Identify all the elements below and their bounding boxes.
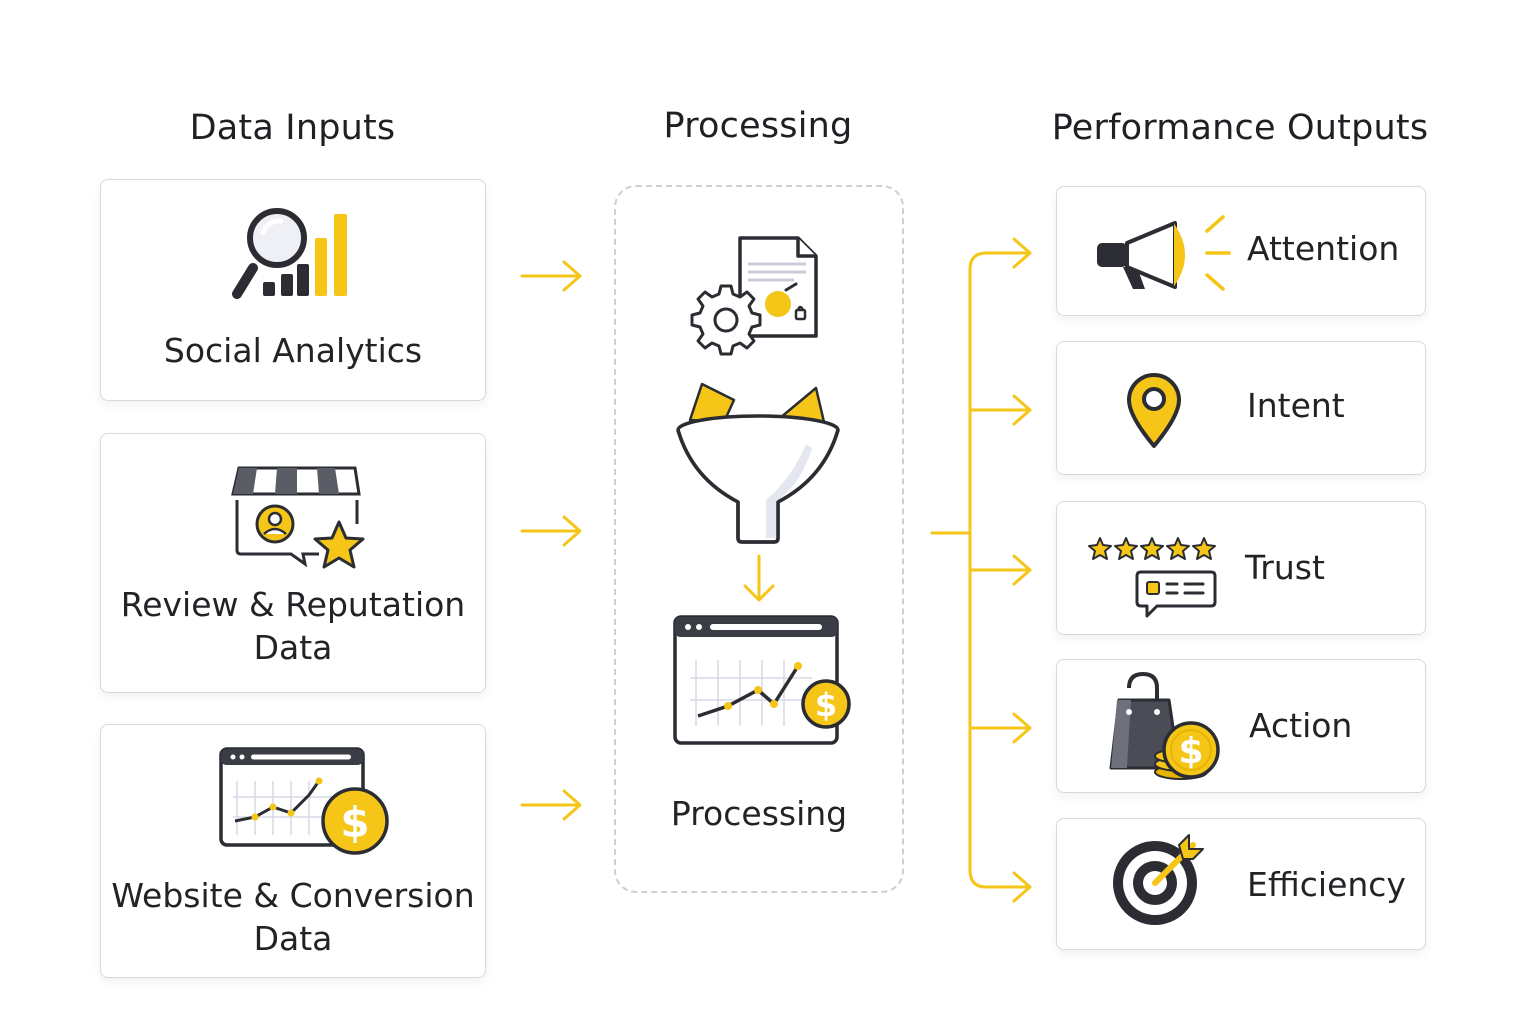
svg-text:$: $ [1178, 731, 1203, 772]
output-label-attention: Attention [1247, 229, 1400, 268]
shopping-bag-coins-icon: $ [1109, 672, 1220, 780]
processing-column-title: Processing [663, 106, 853, 146]
output-card-efficiency: Efficiency [1056, 818, 1426, 950]
input-label-website-line2: Data [253, 919, 333, 958]
output-card-action: $ Action [1056, 659, 1426, 793]
browser-chart-dollar-icon: $ [219, 747, 389, 855]
outputs-column-title: Performance Outputs [1051, 108, 1429, 148]
svg-text:$: $ [340, 798, 369, 847]
input-card-website-conversion: $ Website & Conversion Data [100, 724, 486, 978]
processing-label: Processing [670, 794, 848, 833]
magnifier-bar-chart-icon [232, 208, 347, 299]
star-rating-review-icon [1088, 537, 1217, 618]
inputs-column-title: Data Inputs [189, 108, 396, 148]
output-card-attention: Attention [1056, 186, 1426, 316]
input-label-social-analytics: Social Analytics [163, 331, 423, 370]
megaphone-icon [1097, 215, 1231, 291]
target-arrow-icon [1113, 834, 1204, 925]
arrow-review-to-processing [520, 515, 582, 547]
arrow-to-action [968, 712, 1032, 744]
input-card-review-reputation: Review & Reputation Data [100, 433, 486, 693]
output-card-trust: Trust [1056, 501, 1426, 635]
output-label-trust: Trust [1245, 548, 1325, 587]
arrow-to-trust [968, 554, 1032, 586]
output-card-intent: Intent [1056, 341, 1426, 475]
input-label-review-line2: Data [253, 628, 333, 667]
processing-box [614, 185, 904, 893]
output-label-intent: Intent [1247, 386, 1345, 425]
arrow-social-to-processing [520, 260, 582, 292]
location-pin-icon [1127, 373, 1181, 448]
arrow-to-efficiency [984, 871, 1032, 903]
svg-text:$: $ [815, 686, 837, 724]
output-label-efficiency: Efficiency [1247, 865, 1406, 904]
input-label-review-line1: Review & Reputation [120, 585, 466, 624]
funnel-icon [676, 382, 840, 544]
output-label-action: Action [1249, 706, 1353, 745]
arrow-to-intent [968, 394, 1032, 426]
input-label-website-line1: Website & Conversion [111, 876, 475, 915]
arrow-website-to-processing [520, 789, 582, 821]
input-card-social-analytics: Social Analytics [100, 179, 486, 401]
dashboard-chart-dollar-icon: $ [673, 615, 851, 745]
document-gear-icon [690, 236, 818, 356]
arrow-to-attention [984, 237, 1032, 269]
storefront-review-star-icon [231, 466, 365, 569]
